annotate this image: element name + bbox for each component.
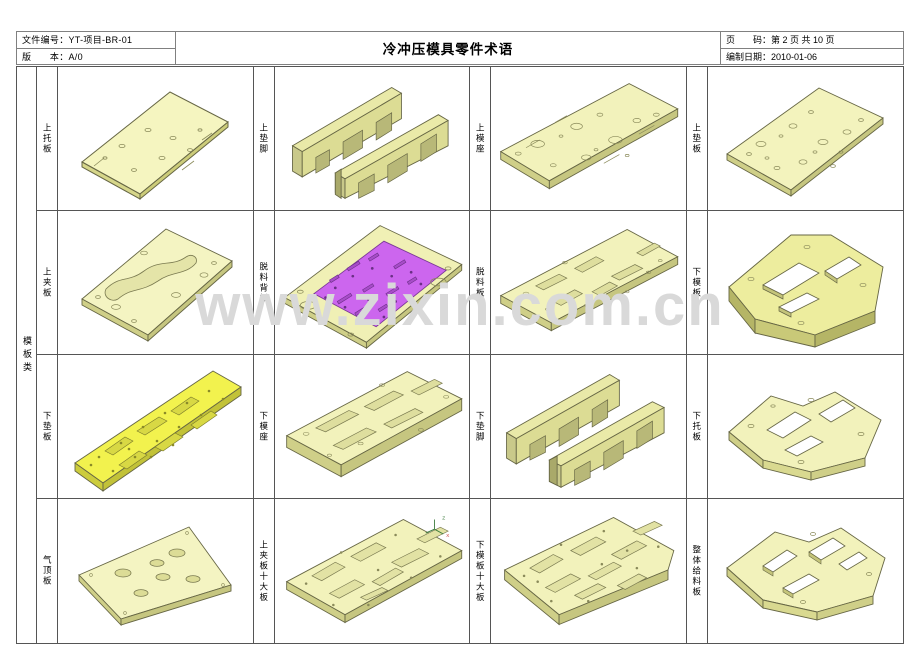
part-image-punch-holder-plate — [58, 211, 253, 354]
part-label: 下模板 — [687, 211, 708, 354]
part-image-lower-backing-plate — [58, 355, 253, 498]
part-label-text: 上托板 — [42, 122, 53, 155]
part-label-text: 下垫板 — [42, 410, 53, 443]
part-label: 上垫脚 — [254, 67, 275, 210]
part-cell: 上夹板 — [37, 211, 254, 354]
part-cell: 上托板 — [37, 67, 254, 210]
part-image-two-spacer-legs — [275, 67, 470, 210]
svg-text:X: X — [446, 533, 450, 539]
part-label-text: 脱料板 — [475, 266, 486, 299]
part-label-text: 脱料背板 — [258, 261, 269, 304]
part-cell: 下模板 — [687, 211, 904, 354]
part-label-text: 下模座 — [258, 410, 269, 443]
header-right-block: 页 码：第 2 页 共 10 页 编制日期：2010-01-06 — [720, 31, 904, 65]
part-cell: 脱料板 — [470, 211, 687, 354]
part-cell: 整体给料板 — [687, 499, 904, 643]
part-label-text: 上垫板 — [691, 122, 702, 155]
part-cell: 下模板十大板 — [470, 499, 687, 643]
part-image-stripper-backing-plate-purple — [275, 211, 470, 354]
part-label: 上垫板 — [687, 67, 708, 210]
part-image-lower-die-base — [275, 355, 470, 498]
part-label: 下模座 — [254, 355, 275, 498]
part-label: 上托板 — [37, 67, 58, 210]
part-label-text: 上夹板 — [42, 266, 53, 299]
part-cell: 下托板 — [687, 355, 904, 498]
svg-text:Z: Z — [442, 515, 445, 521]
part-label-text: 整体给料板 — [691, 544, 702, 598]
table-row: 上夹板 — [37, 211, 903, 355]
part-cell: 上模座 — [470, 67, 687, 210]
part-cell: 下垫脚 — [470, 355, 687, 498]
part-image-air-cushion-plate — [58, 499, 253, 643]
part-label-text: 下托板 — [691, 410, 702, 443]
part-label: 上模座 — [470, 67, 491, 210]
part-image-backing-plate — [708, 67, 904, 210]
part-label: 上夹板 — [37, 211, 58, 354]
document-header: 文件编号：YT-项目-BR-01 版 本：A/0 冷冲压模具零件术语 页 码：第… — [16, 31, 904, 65]
part-label-text: 下垫脚 — [475, 410, 486, 443]
part-label: 上夹板十大板 — [254, 499, 275, 643]
part-cell: 上夹板十大板 — [254, 499, 470, 643]
page-title: 冷冲压模具零件术语 — [176, 31, 720, 65]
table-row: 下垫板 — [37, 355, 903, 499]
part-label: 整体给料板 — [687, 499, 708, 643]
part-image-two-lower-spacer-legs — [491, 355, 686, 498]
part-label: 脱料背板 — [254, 211, 275, 354]
part-label: 下垫脚 — [470, 355, 491, 498]
part-image-long-base-plate — [491, 67, 686, 210]
doc-number-field: 文件编号：YT-项目-BR-01 — [17, 32, 175, 49]
part-image-flat-plate-holes — [58, 67, 253, 210]
category-column: 模板类 — [17, 67, 37, 643]
part-image-lower-die-big-plate — [491, 499, 686, 643]
part-image-whole-feeding-plate — [708, 499, 904, 643]
part-cell: 下模座 — [254, 355, 470, 498]
category-label: 模板类 — [22, 335, 32, 375]
part-image-lower-die-frame — [708, 211, 904, 354]
part-cell: 气顶板 — [37, 499, 254, 643]
part-label-text: 上夹板十大板 — [258, 539, 269, 603]
page-number-field: 页 码：第 2 页 共 10 页 — [721, 32, 903, 49]
table-row: 气顶板 — [37, 499, 903, 643]
part-cell: 上垫板 — [687, 67, 904, 210]
part-image-stripper-plate — [491, 211, 686, 354]
part-label-text: 下模板十大板 — [475, 539, 486, 603]
parts-table: 模板类 上托板 — [16, 66, 904, 644]
table-row: 上托板 — [37, 67, 903, 211]
part-label: 气顶板 — [37, 499, 58, 643]
part-cell: 脱料背板 — [254, 211, 470, 354]
table-rows: 上托板 — [37, 67, 903, 643]
version-field: 版 本：A/0 — [22, 51, 83, 62]
part-image-lower-support-plate — [708, 355, 904, 498]
compile-date-field: 编制日期：2010-01-06 — [726, 51, 818, 62]
part-label-text: 上垫脚 — [258, 122, 269, 155]
part-label: 下模板十大板 — [470, 499, 491, 643]
part-cell: 上垫脚 — [254, 67, 470, 210]
part-label-text: 气顶板 — [42, 555, 53, 587]
header-left-block: 文件编号：YT-项目-BR-01 版 本：A/0 — [16, 31, 176, 65]
part-label-text: 下模板 — [691, 266, 702, 299]
part-label: 脱料板 — [470, 211, 491, 354]
part-label-text: 上模座 — [475, 122, 486, 155]
part-image-upper-holder-big-plate: Z X — [275, 499, 470, 643]
part-label: 下垫板 — [37, 355, 58, 498]
part-cell: 下垫板 — [37, 355, 254, 498]
part-label: 下托板 — [687, 355, 708, 498]
